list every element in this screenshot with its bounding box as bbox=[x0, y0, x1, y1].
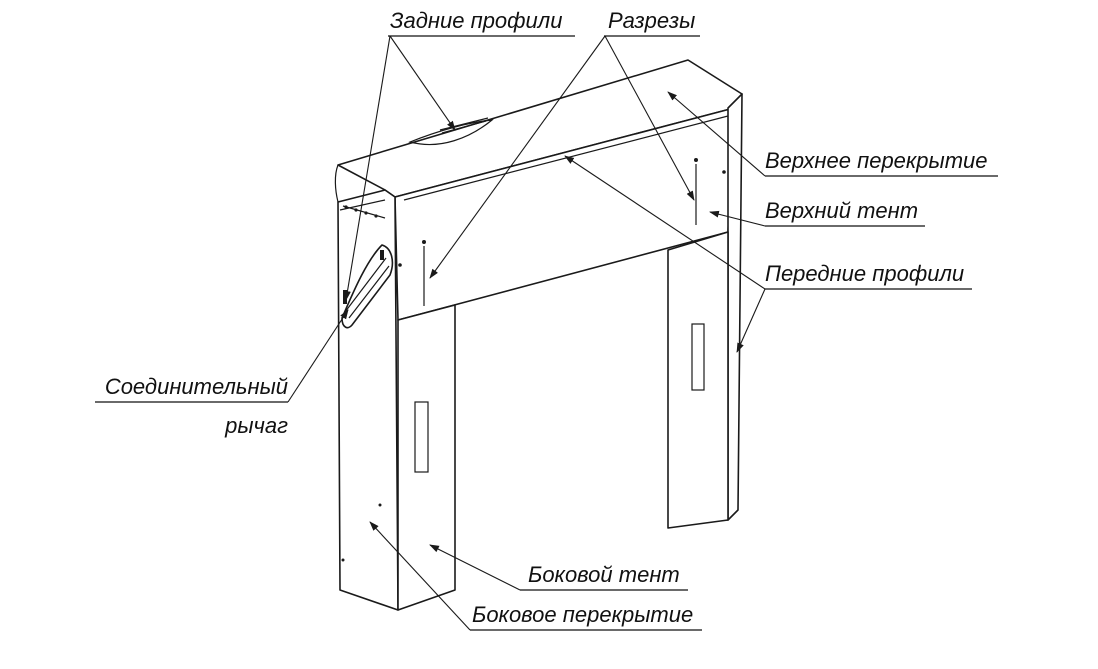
leader-lines bbox=[287, 35, 766, 631]
connecting-lever bbox=[341, 205, 394, 329]
leader-connecting-lever bbox=[287, 309, 349, 403]
leader-top-tent bbox=[709, 210, 766, 227]
leader-side-cover bbox=[369, 521, 471, 631]
label-connecting-lever-line2: рычаг bbox=[224, 413, 288, 438]
leader-top-cover bbox=[667, 91, 766, 177]
leader-cuts-1 bbox=[429, 35, 606, 279]
label-connecting-lever-line1: Соединительный bbox=[105, 374, 288, 399]
label-side-cover: Боковое перекрытие bbox=[472, 602, 693, 627]
side-tent-left bbox=[397, 304, 456, 611]
leader-rear-profiles-2 bbox=[344, 35, 391, 301]
side-tent-right bbox=[667, 231, 729, 529]
label-cuts: Разрезы bbox=[608, 8, 695, 33]
label-top-cover: Верхнее перекрытие bbox=[765, 148, 988, 173]
labels: Задние профили Разрезы Верхнее перекрыти… bbox=[95, 8, 998, 631]
label-rear-profiles: Задние профили bbox=[390, 8, 562, 33]
front-profile-right bbox=[727, 93, 743, 521]
leader-front-profiles-1 bbox=[564, 155, 766, 290]
label-front-profiles: Передние профили bbox=[765, 261, 964, 286]
leader-rear-profiles-1 bbox=[389, 35, 456, 131]
shelter-structure bbox=[334, 59, 743, 611]
leader-cuts-2 bbox=[604, 35, 695, 201]
label-top-tent: Верхний тент bbox=[765, 198, 918, 223]
leader-side-tent bbox=[429, 544, 521, 591]
label-side-tent: Боковой тент bbox=[528, 562, 680, 587]
leader-front-profiles-2 bbox=[736, 288, 766, 353]
